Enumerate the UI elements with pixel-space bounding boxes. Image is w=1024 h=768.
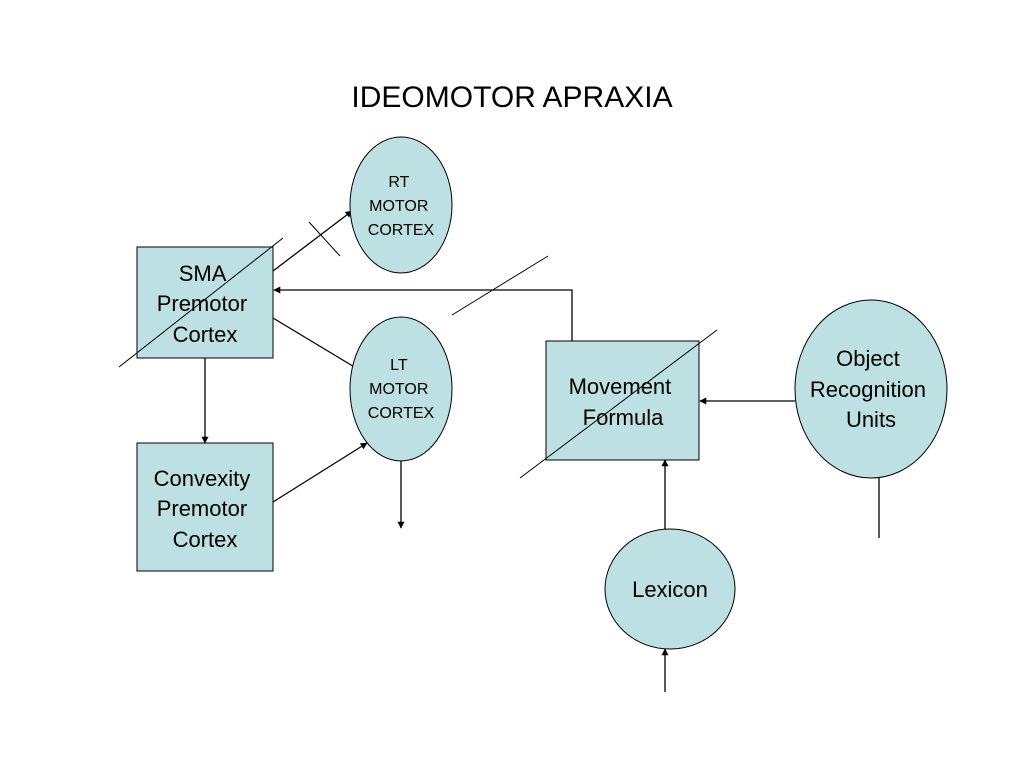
object-label-line-1: Object [836,346,900,371]
disconnection-slash-sma-rt-motor [308,221,341,257]
edge-sma-to-rt-motor [272,210,353,272]
diagram-title: IDEOMOTOR APRAXIA [351,81,672,114]
node-convexity-premotor-cortex: Convexity Premotor Cortex [136,442,274,572]
sma-label-line-2: Premotor [157,291,247,316]
svg-text:LT MOTOR CORTEX: LT MOTOR CORTEX [368,357,435,422]
convexity-label-line-3: Cortex [173,527,238,552]
edge-convexity-to-lt-motor [272,442,368,503]
node-sma-premotor-cortex: SMA Premotor Cortex [136,246,274,359]
node-lt-motor-cortex: LT MOTOR CORTEX [349,316,453,462]
node-object-recognition-units: Object Recognition Units [794,299,948,479]
lt-motor-label-line-1: LT [390,357,408,374]
convexity-label-line-2: Premotor [157,496,247,521]
lt-motor-label-line-3: CORTEX [368,405,435,422]
svg-text:RT MOTOR CORTEX: RT MOTOR CORTEX [368,174,435,239]
svg-text:Object Recognition: Object Recognition Units [810,346,932,432]
edge-sma-to-lt-motor [272,317,367,375]
rt-motor-label-line-1: RT [388,174,409,191]
lexicon-label: Lexicon [632,577,708,602]
svg-text:SMA Premotor Corte: SMA Premotor Cortex [157,261,254,347]
svg-text:Convexity Premotor: Convexity Premotor Cortex [154,466,257,552]
svg-text:Movement Formula: Movement Formula [569,374,678,430]
object-label-line-2: Recognition [810,377,926,402]
node-lexicon: Lexicon [604,528,736,650]
disconnection-slash-movement-sma [451,255,549,316]
convexity-label-line-1: Convexity [154,466,251,491]
movement-label-line-2: Formula [583,405,664,430]
edge-movement-to-sma [273,286,573,341]
lesion-slash-sma [118,237,284,368]
rt-motor-label-line-2: MOTOR [369,198,428,215]
object-label-line-3: Units [846,407,896,432]
sma-label-line-1: SMA [179,261,227,286]
rt-motor-label-line-3: CORTEX [368,222,435,239]
lt-motor-label-line-2: MOTOR [369,381,428,398]
movement-label-line-1: Movement [569,374,672,399]
lesion-slash-movement-formula [519,329,718,479]
sma-label-line-3: Cortex [173,322,238,347]
node-rt-motor-cortex: RT MOTOR CORTEX [349,136,453,274]
